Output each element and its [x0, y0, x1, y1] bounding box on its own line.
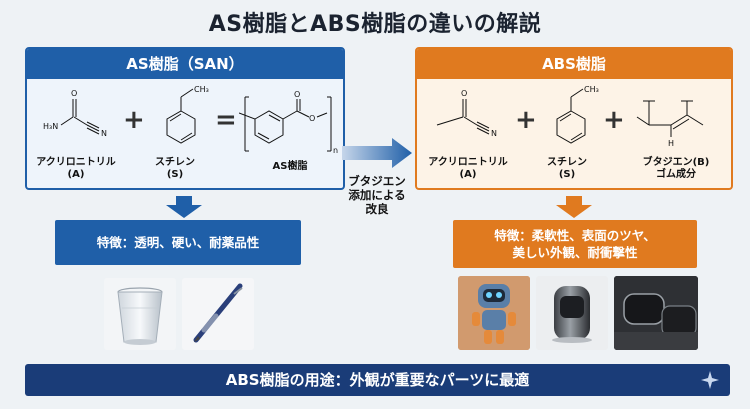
robot-icon	[458, 276, 530, 350]
as-n-text: N	[101, 129, 107, 138]
page-title: AS樹脂とABS樹脂の違いの解説	[208, 12, 542, 37]
clear-cup-icon	[117, 287, 163, 345]
abs-mol-a-name: アクリロニトリル	[428, 157, 508, 168]
abs-feature-line-2: 美しい外観、耐衝撃性	[512, 245, 638, 260]
as-mol-a-name: アクリロニトリル	[36, 157, 116, 168]
middle-line-1: ブタジエン	[348, 174, 406, 188]
abs-butadiene-structure: H	[636, 100, 704, 148]
usage-banner: ABS樹脂の用途：外観が重要なパーツに最適	[25, 364, 730, 396]
butadiene-addition-note: ブタジエン 添加による 改良	[343, 174, 411, 216]
pen-photo	[182, 278, 254, 350]
as-ch3-text: CH₃	[194, 85, 209, 94]
abs-resin-panel: ABS樹脂 O N アクリロニトリル (A) + CH₃ スチレン (S) +	[415, 47, 733, 190]
as-polymer-label: AS樹脂	[272, 161, 308, 172]
abs-down-arrow-icon	[556, 196, 592, 218]
as-o-text: O	[71, 89, 77, 98]
as-resin-panel: AS樹脂（SAN） H₃N O N アクリロニトリル (A) + CH₃ スチレ…	[25, 47, 345, 190]
as-mol-s-sub: (S)	[166, 169, 184, 180]
middle-right-arrow-icon	[342, 138, 412, 168]
abs-panel-header: ABS樹脂	[417, 49, 731, 79]
abs-feature-line-1: 特徴：柔軟性、表面のツヤ、	[494, 228, 656, 243]
as-acrylonitrile-label: アクリロニトリル (A)	[31, 157, 121, 181]
abs-ch3-text: CH₃	[584, 85, 599, 94]
appliance-photo	[536, 276, 608, 350]
pen-icon	[193, 283, 243, 343]
abs-plus-sign-2: +	[603, 105, 625, 135]
as-acrylonitrile-structure: H₃N O N	[43, 89, 107, 138]
as-polymer-o2: O	[309, 114, 315, 123]
as-h3n-text: H₃N	[43, 122, 58, 131]
abs-mol-a-sub: (A)	[459, 169, 477, 180]
abs-mol-s-name: スチレン	[547, 157, 587, 168]
as-mol-a-sub: (A)	[67, 169, 85, 180]
abs-mol-b-sub: ゴム成分	[656, 169, 696, 180]
abs-feature-box: 特徴：柔軟性、表面のツヤ、 美しい外観、耐衝撃性	[453, 220, 697, 268]
as-down-arrow-icon	[166, 196, 202, 218]
clear-cup-photo	[104, 278, 176, 350]
robot-toy-photo	[458, 276, 530, 350]
car-console-icon	[614, 276, 698, 350]
as-mol-s-name: スチレン	[155, 157, 195, 168]
abs-n-text: N	[491, 129, 497, 138]
as-plus-sign: +	[123, 105, 145, 135]
abs-acrylonitrile-structure: O N	[436, 89, 497, 138]
abs-acrylonitrile-label: アクリロニトリル (A)	[423, 157, 513, 181]
abs-mol-s-sub: (S)	[558, 169, 576, 180]
abs-h-text: H	[668, 139, 674, 148]
appliance-icon	[552, 286, 592, 343]
abs-o-text: O	[461, 89, 467, 98]
abs-mol-b-name: ブタジエン(B)	[642, 157, 710, 168]
car-interior-photo	[614, 276, 698, 350]
as-equals-sign: =	[215, 105, 237, 135]
abs-styrene-label: スチレン (S)	[537, 157, 597, 181]
as-feature-box: 特徴：透明、硬い、耐薬品性	[55, 220, 301, 265]
as-panel-header: AS樹脂（SAN）	[27, 49, 343, 79]
abs-plus-sign-1: +	[515, 105, 537, 135]
middle-line-3: 改良	[365, 202, 389, 216]
as-polymer-n: n	[333, 146, 338, 155]
sparkle-icon	[701, 371, 719, 389]
abs-butadiene-label: ブタジエン(B) ゴム成分	[633, 157, 719, 181]
middle-line-2: 添加による	[348, 188, 406, 202]
as-polymer-o1: O	[294, 91, 300, 99]
as-styrene-label: スチレン (S)	[145, 157, 205, 181]
as-polymer-structure: O O n	[239, 91, 338, 155]
abs-styrene-structure: CH₃	[556, 85, 599, 144]
as-styrene-structure: CH₃	[166, 85, 209, 144]
